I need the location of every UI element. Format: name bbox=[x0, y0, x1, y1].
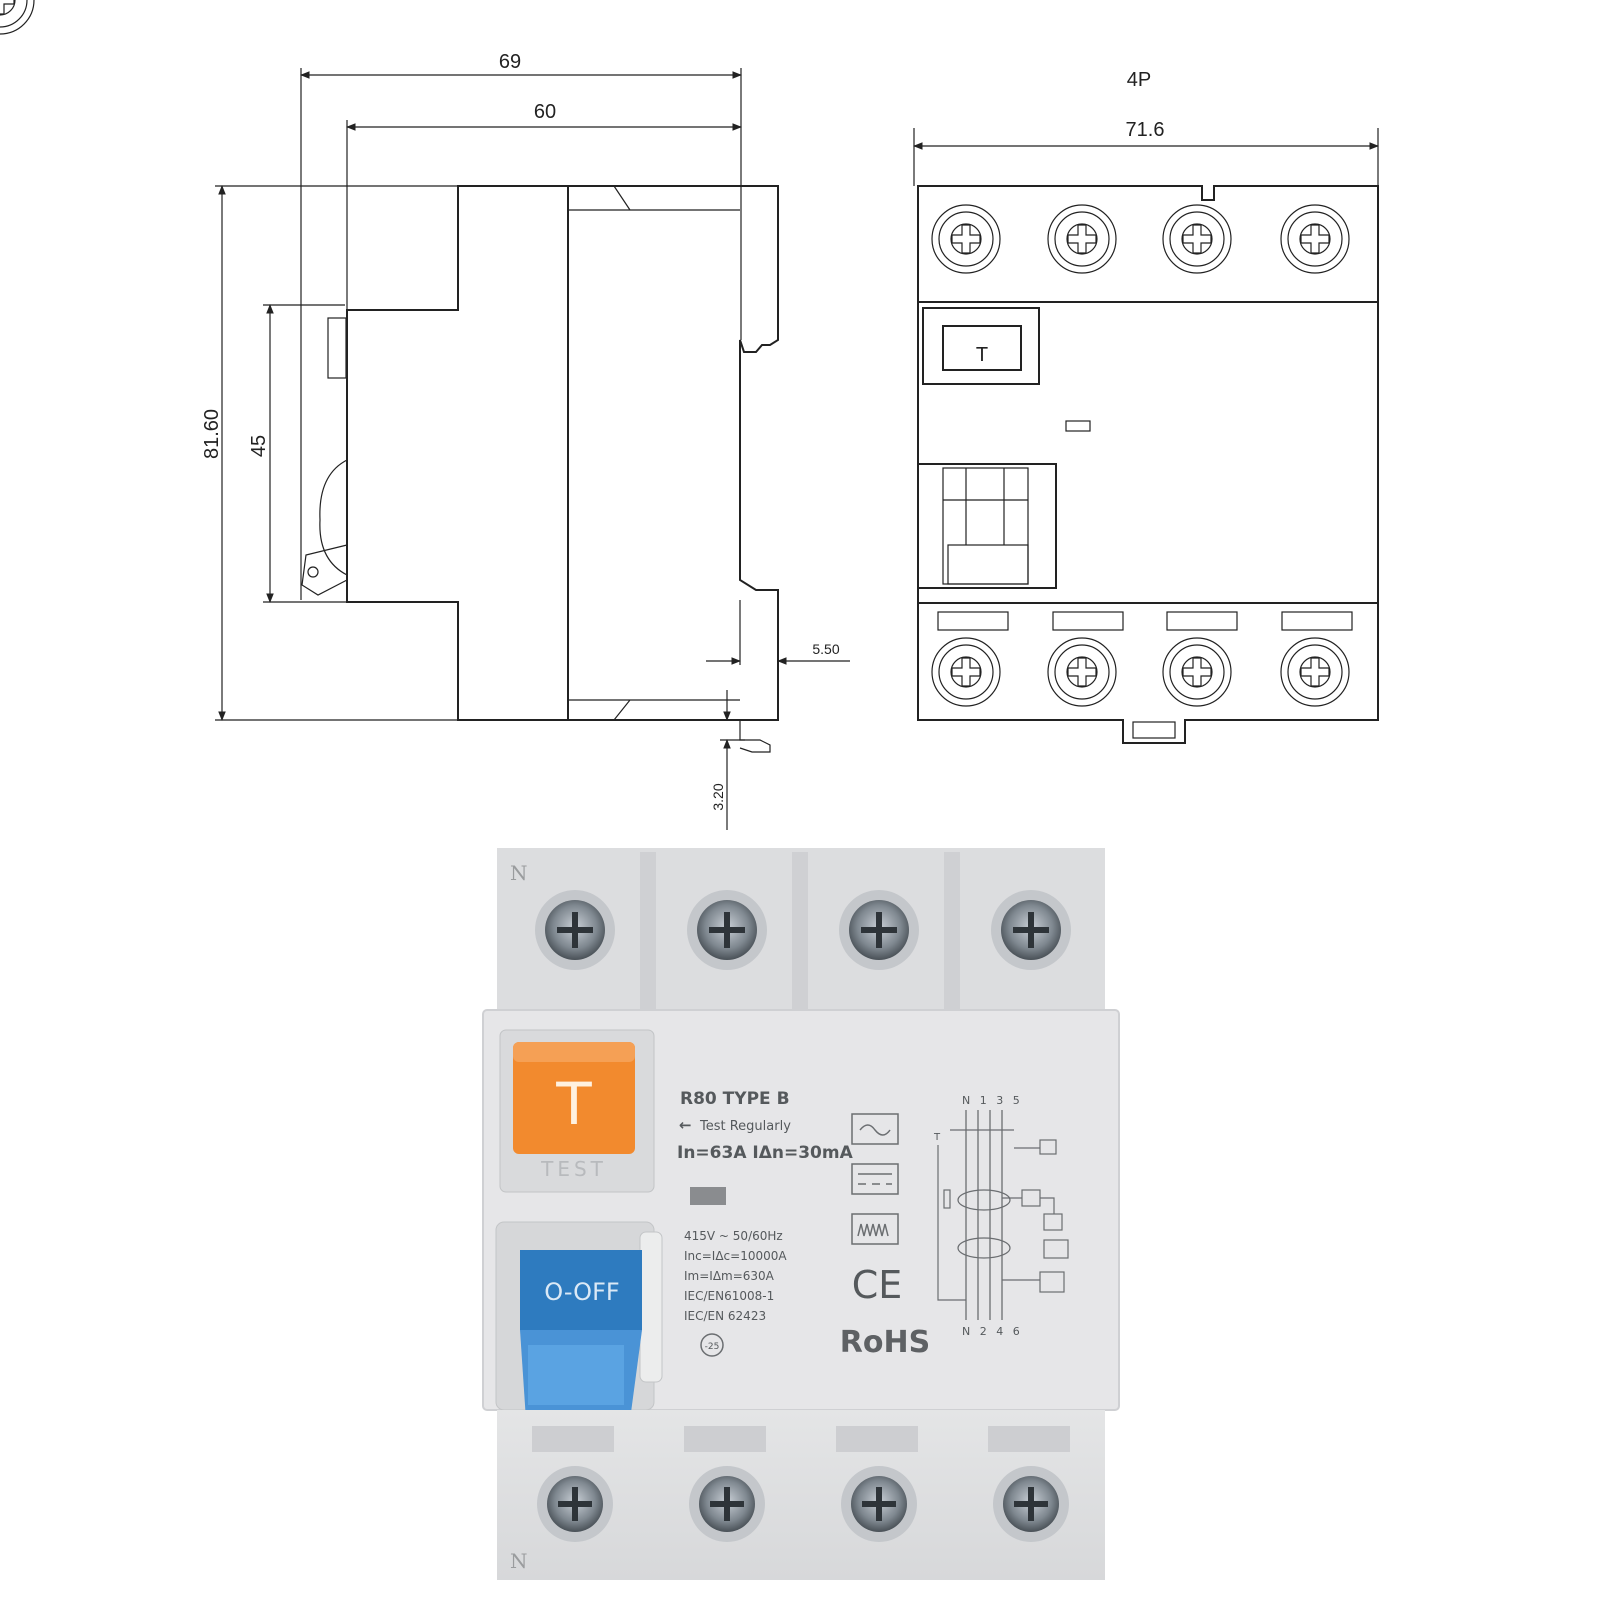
temperature-icon: -25 bbox=[700, 1333, 724, 1357]
ac-waveform-icon bbox=[851, 1113, 899, 1145]
wiring-schematic: N 1 3 5 N 2 4 6 T bbox=[933, 1094, 1069, 1338]
spec-line: IEC/EN61008-1 bbox=[684, 1289, 774, 1303]
rcd-photo: N T TEST R80 TYPE B ← Test Regularly In=… bbox=[482, 848, 1120, 1580]
dim-60-label: 60 bbox=[534, 101, 556, 123]
schematic-test-mark: T bbox=[933, 1132, 941, 1143]
spec-line: 415V ~ 50/60Hz bbox=[684, 1229, 783, 1243]
spec-line: Im=IΔm=630A bbox=[684, 1269, 775, 1283]
model-label: R80 TYPE B bbox=[680, 1089, 790, 1109]
dim-69-label: 69 bbox=[499, 51, 521, 73]
test-button[interactable] bbox=[513, 1042, 635, 1154]
spec-lines: 415V ~ 50/60Hz Inc=IΔc=10000A Im=IΔm=630… bbox=[684, 1229, 787, 1323]
pulsed-waveform-icon bbox=[851, 1213, 899, 1245]
switch-lever[interactable] bbox=[520, 1250, 642, 1330]
switch-label: O-OFF bbox=[544, 1278, 619, 1306]
spec-line: IEC/EN 62423 bbox=[684, 1309, 766, 1323]
temperature-mark: -25 bbox=[705, 1342, 720, 1352]
arrow-left-icon: ← bbox=[679, 1116, 692, 1134]
ce-mark: CE bbox=[852, 1263, 903, 1307]
photo-bottom-screws bbox=[537, 1466, 1069, 1542]
test-regularly-label: Test Regularly bbox=[699, 1119, 791, 1134]
dim-71-6-label: 71.6 bbox=[1126, 119, 1165, 141]
terminals-bottom-label: N 2 4 6 bbox=[962, 1325, 1023, 1338]
neutral-mark-top: N bbox=[510, 861, 528, 885]
dc-waveform-icon bbox=[851, 1163, 899, 1195]
neutral-mark-bottom: N bbox=[510, 1549, 528, 1573]
ratings-label: In=63A IΔn=30mA bbox=[677, 1143, 854, 1163]
rohs-mark: RoHS bbox=[840, 1325, 930, 1360]
poles-label: 4P bbox=[1127, 69, 1151, 91]
dim-3-20-label: 3.20 bbox=[710, 783, 726, 810]
dim-81-60-label: 81.60 bbox=[201, 409, 223, 459]
front-view-drawing: 4P 71.6 T bbox=[0, 0, 1379, 744]
dim-45-label: 45 bbox=[248, 435, 270, 457]
status-window bbox=[690, 1187, 726, 1205]
dim-5-50-label: 5.50 bbox=[812, 641, 839, 657]
test-button-letter: T bbox=[555, 1070, 592, 1138]
front-test-key-letter: T bbox=[976, 344, 988, 366]
spec-line: Inc=IΔc=10000A bbox=[684, 1249, 787, 1263]
waveform-icons bbox=[851, 1113, 899, 1245]
test-caption: TEST bbox=[540, 1157, 607, 1181]
terminals-top-label: N 1 3 5 bbox=[962, 1094, 1023, 1107]
front-top-terminals bbox=[0, 0, 35, 35]
side-view-drawing: 69 60 81.60 45 5.50 bbox=[201, 51, 850, 830]
photo-top-screws bbox=[535, 890, 1071, 970]
